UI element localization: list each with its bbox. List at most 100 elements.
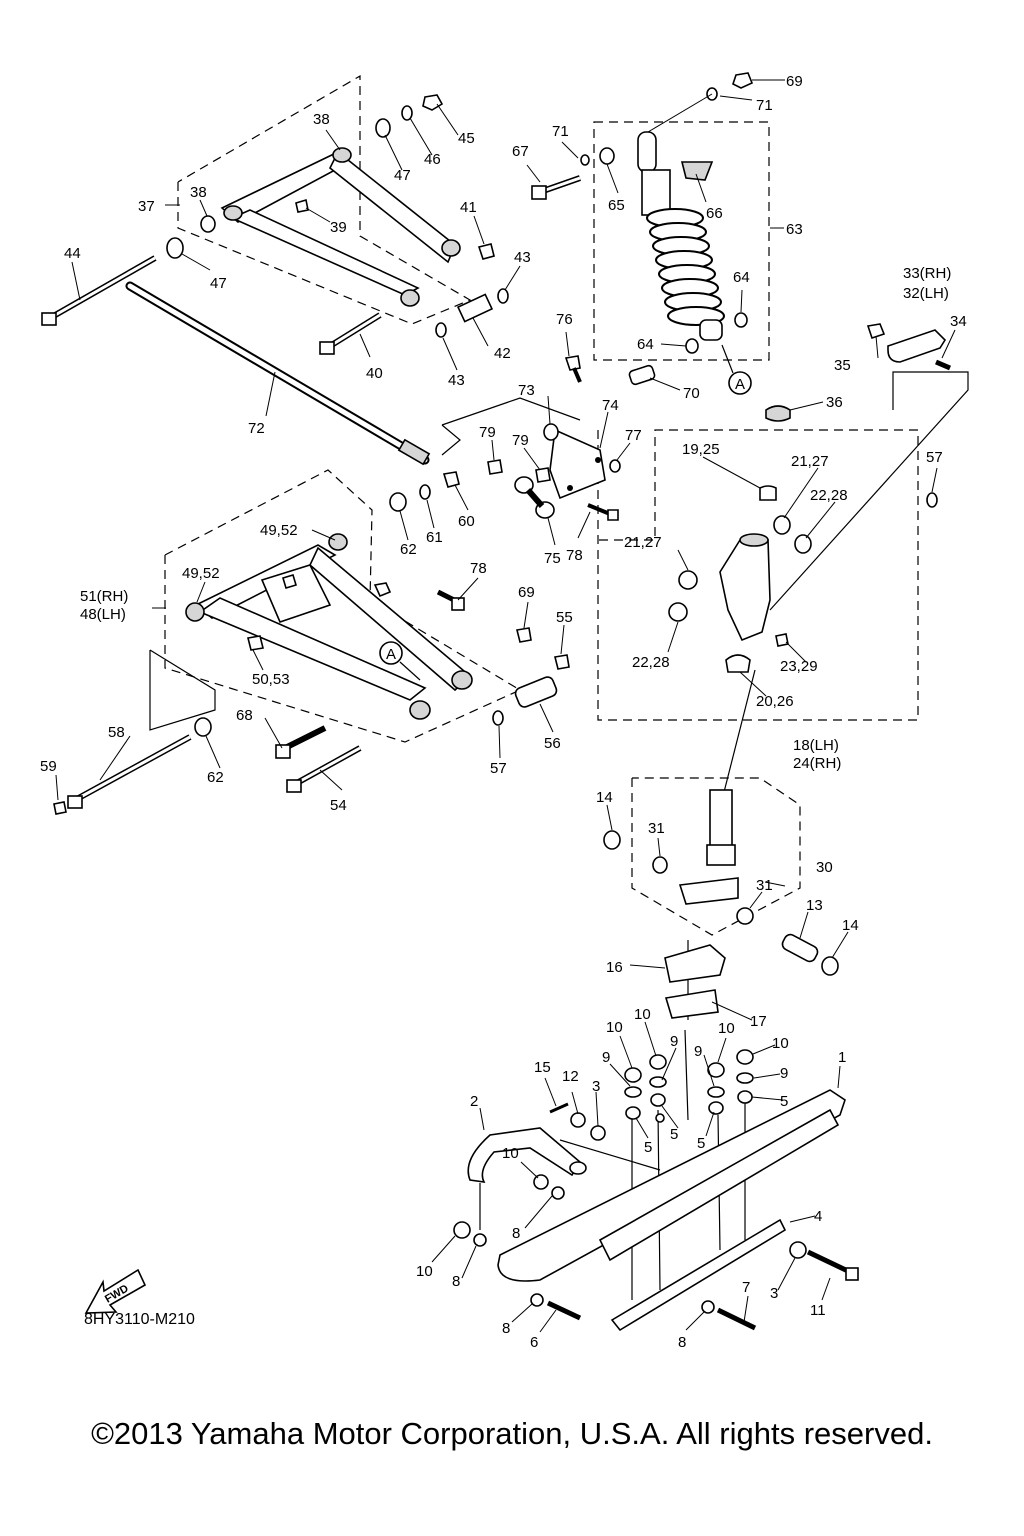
callout-13: 13: [806, 897, 823, 914]
fwd-arrow-icon: [84, 1268, 147, 1314]
callout-57-a: 57: [926, 449, 943, 466]
ski-hardware: [453, 1049, 859, 1331]
callout-31-b: 31: [756, 877, 773, 894]
callout-14-b: 14: [842, 917, 859, 934]
ski-1: [497, 1089, 846, 1332]
callout-77: 77: [625, 427, 642, 444]
callout-2: 2: [470, 1093, 478, 1110]
callout-65: 65: [608, 197, 625, 214]
callout-18-lh: 18(LH): [793, 737, 839, 754]
callout-44: 44: [64, 245, 81, 262]
callout-60: 60: [458, 513, 475, 530]
spindle-18-24: [668, 485, 812, 673]
ref-marker-a-label-shock: A: [735, 376, 745, 393]
fwd-label: FWD: [103, 1283, 131, 1306]
ski-handle-2: [467, 1127, 587, 1184]
callout-38-a: 38: [313, 111, 330, 128]
callout-36: 36: [826, 394, 843, 411]
callout-9-b: 9: [670, 1033, 678, 1050]
callout-68: 68: [236, 707, 253, 724]
callout-79-b: 79: [512, 432, 529, 449]
callout-10-a: 10: [606, 1019, 623, 1036]
callout-69-b: 69: [518, 584, 535, 601]
callout-50-53: 50,53: [252, 671, 290, 688]
callout-64-b: 64: [637, 336, 654, 353]
callout-3-a: 3: [592, 1078, 600, 1095]
leader-lines: [55, 79, 956, 1333]
callout-43-b: 43: [448, 372, 465, 389]
callout-55: 55: [556, 609, 573, 626]
copyright-notice: ©2013 Yamaha Motor Corporation, U.S.A. A…: [91, 1416, 933, 1451]
callout-8-b: 8: [452, 1273, 460, 1290]
callout-56: 56: [544, 735, 561, 752]
callout-57-b: 57: [490, 760, 507, 777]
shock-assembly-outline: [593, 121, 770, 361]
callout-4: 4: [814, 1208, 822, 1225]
callout-15: 15: [534, 1059, 551, 1076]
callout-54: 54: [330, 797, 347, 814]
callout-19-25: 19,25: [682, 441, 720, 458]
callout-5-b: 5: [670, 1126, 678, 1143]
callout-5-c: 5: [697, 1135, 705, 1152]
lower-arm-assembly-outline: [164, 469, 522, 743]
callout-45: 45: [458, 130, 475, 147]
callout-9-d: 9: [780, 1065, 788, 1082]
callout-33-rh: 33(RH): [903, 265, 951, 282]
ref-marker-a-arm: [379, 641, 421, 681]
relay-links: [487, 355, 621, 521]
lower-a-arm: [185, 533, 473, 720]
callout-51-rh: 51(RH): [80, 588, 128, 605]
callout-39: 39: [330, 219, 347, 236]
callout-3-b: 3: [770, 1285, 778, 1302]
callout-72: 72: [248, 420, 265, 437]
tie-rod-72: [125, 281, 431, 466]
callout-24-rh: 24(RH): [793, 755, 841, 772]
ref-marker-a-shock: [721, 344, 752, 395]
callout-69-a: 69: [786, 73, 803, 90]
callout-41: 41: [460, 199, 477, 216]
callout-7: 7: [742, 1279, 750, 1296]
callout-71-b: 71: [552, 123, 569, 140]
callout-22-28-a: 22,28: [810, 487, 848, 504]
upper-a-arm: [220, 147, 461, 307]
lower-small-parts: [53, 471, 570, 815]
callout-5-a: 5: [644, 1139, 652, 1156]
callout-1: 1: [838, 1049, 846, 1066]
callout-10-c: 10: [718, 1020, 735, 1037]
callout-71-a: 71: [756, 97, 773, 114]
callout-8-d: 8: [678, 1334, 686, 1351]
callout-37: 37: [138, 198, 155, 215]
callout-6: 6: [530, 1334, 538, 1351]
callout-21-27-b: 21,27: [624, 534, 662, 551]
callout-38-b: 38: [190, 184, 207, 201]
callout-labels: 69 71 71 67 65 66 63 64 64 70 45 46 47 3…: [40, 73, 967, 1351]
callout-22-28-b: 22,28: [632, 654, 670, 671]
callout-8-c: 8: [502, 1320, 510, 1337]
upper-arm-assembly-outline: [177, 74, 472, 325]
callout-8-a: 8: [512, 1225, 520, 1242]
callout-76: 76: [556, 311, 573, 328]
ref-marker-a-label-arm: A: [386, 646, 396, 663]
callout-10-b: 10: [634, 1006, 651, 1023]
callout-79-a: 79: [479, 424, 496, 441]
callout-11: 11: [810, 1302, 826, 1319]
bolt-44: [41, 255, 157, 326]
callout-48-lh: 48(LH): [80, 606, 126, 623]
callout-49-52-b: 49,52: [182, 565, 220, 582]
upper-small-parts: [166, 94, 509, 355]
ski-column-assembly-outline: [631, 777, 801, 936]
callout-62-b: 62: [207, 769, 224, 786]
callout-34: 34: [950, 313, 967, 330]
callout-64-a: 64: [733, 269, 750, 286]
callout-43-a: 43: [514, 249, 531, 266]
callout-66: 66: [706, 205, 723, 222]
callout-47-a: 47: [394, 167, 411, 184]
callout-40: 40: [366, 365, 383, 382]
callout-70: 70: [683, 385, 700, 402]
callout-61: 61: [426, 529, 443, 546]
ski-column: [603, 789, 839, 1019]
callout-47-b: 47: [210, 275, 227, 292]
callout-10-d: 10: [772, 1035, 789, 1052]
callout-10-e: 10: [502, 1145, 519, 1162]
